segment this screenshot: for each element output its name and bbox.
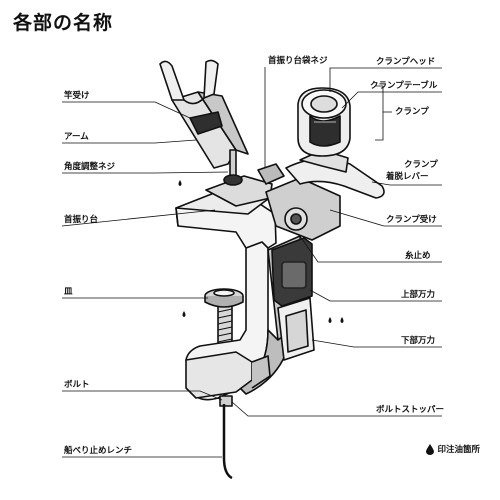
label-clamp-lever-1: クランプ <box>404 160 438 170</box>
label-upper-vise: 上部万力 <box>401 290 436 300</box>
legend: 印注油箇所 <box>426 443 480 455</box>
oil-drop-marks <box>178 180 344 323</box>
label-bolt-stopper: ボルトストッパー <box>376 405 445 415</box>
label-swivel-base: 首振り台 <box>64 215 99 225</box>
label-clamp-lever-2: 着脱レバー <box>386 172 429 182</box>
dish <box>204 288 244 308</box>
label-swivel-cap-nut: 首振り台袋ネジ <box>268 56 328 66</box>
label-clamp-head: クランプヘッド <box>376 57 436 67</box>
label-angle-screw: 角度調整ネジ <box>64 162 116 172</box>
label-clamp-table: クランプテーブル <box>370 81 438 91</box>
label-dish: 皿 <box>64 287 73 297</box>
swivel-cap-nut <box>257 163 285 185</box>
page-title: 各部の名称 <box>13 12 114 34</box>
leader-lines <box>61 67 442 458</box>
label-line-stopper: 糸止め <box>405 251 431 261</box>
label-lower-vise: 下部万力 <box>401 336 436 346</box>
lower-jaw <box>185 351 253 399</box>
label-wrench: 船べり止めレンチ <box>64 446 133 456</box>
clamp-head <box>297 87 351 157</box>
clamp-receiver <box>265 177 341 241</box>
label-clamp-receiver: クランプ受け <box>386 215 437 225</box>
label-rod-rest: 竿受け <box>64 91 90 101</box>
label-arm: アーム <box>64 132 89 142</box>
oil-drop-icon <box>426 443 435 455</box>
legend-text: 印注油箇所 <box>437 445 480 455</box>
label-clamp: クランプ <box>395 107 429 117</box>
wrench <box>222 404 233 480</box>
label-bolt: ボルト <box>64 380 90 390</box>
rod-rest <box>159 60 185 101</box>
bolt-stopper <box>219 395 233 407</box>
